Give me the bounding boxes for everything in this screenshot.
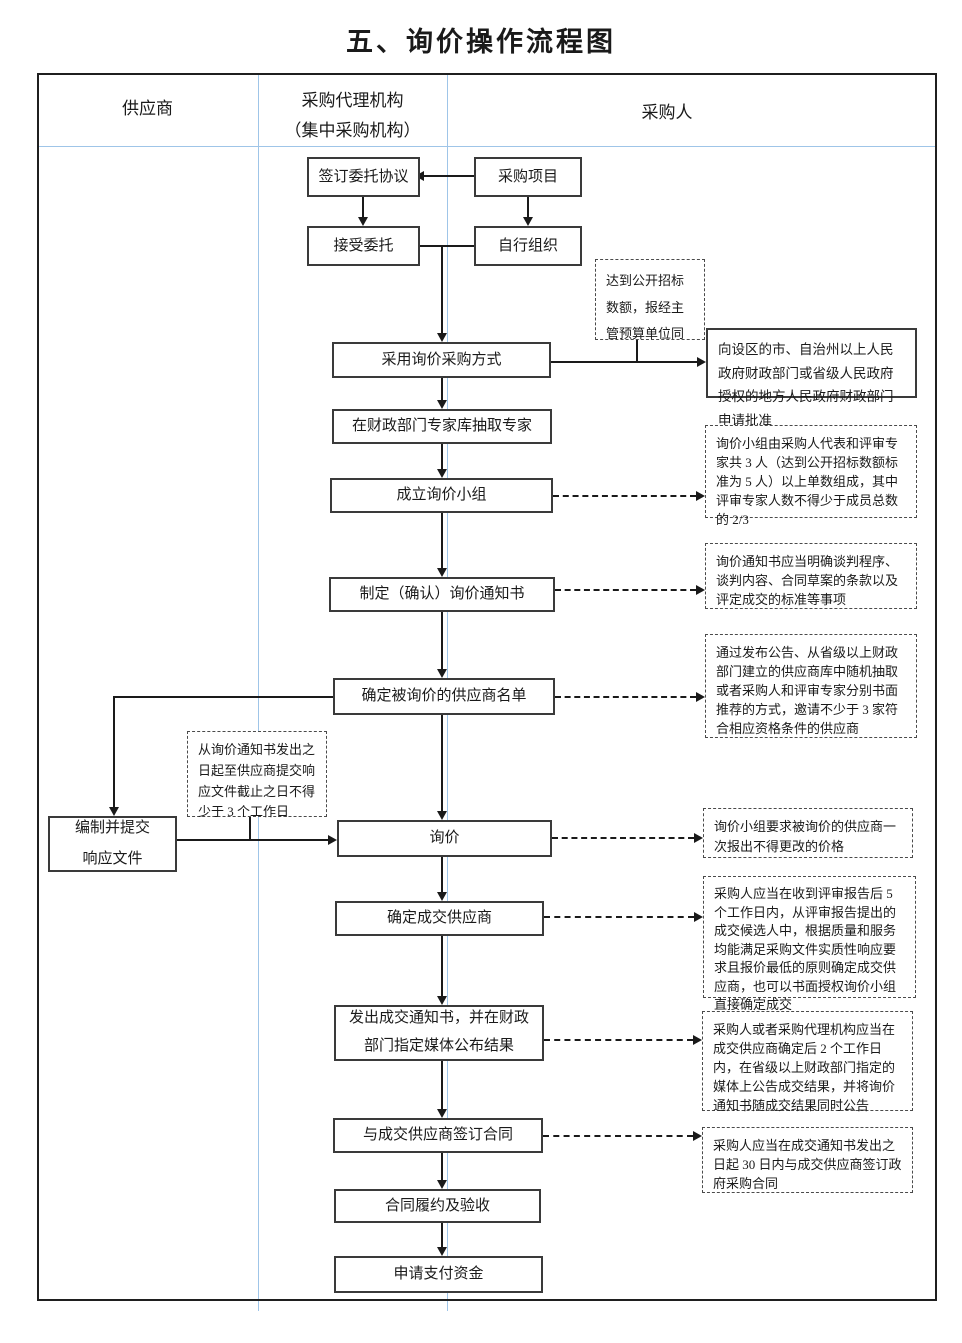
flow-node-apply-payment: 申请支付资金: [334, 1256, 543, 1293]
header-divider-line: [38, 146, 937, 147]
dashed-arrow-contract-deadline: [543, 1131, 702, 1141]
flow-node-accept-entrustment: 接受委托: [307, 226, 420, 266]
annotation-supplier-selection: 通过发布公告、从省级以上财政部门建立的供应商库中随机抽取或者采购人和评审专家分别…: [705, 634, 917, 738]
arrow-adopt-to-experts: [441, 378, 443, 400]
arrow-to-adopt-inquiry: [441, 245, 443, 333]
arrow-performance-to-payment: [441, 1223, 443, 1247]
line-accept-self-connector: [420, 245, 474, 247]
line-list-to-left: [114, 696, 333, 698]
dashed-arrow-result-announcement: [544, 1035, 702, 1045]
lane-header-agency-line1: 采购代理机构: [301, 91, 404, 110]
flow-node-make-inquiry-notice: 制定（确认）询价通知书: [329, 577, 555, 612]
prepare-response-line2: 响应文件: [82, 851, 143, 867]
flow-node-sign-agreement: 签订委托协议: [307, 157, 420, 197]
dashed-arrow-winner-determination: [544, 912, 703, 922]
arrow-list-to-inquiry: [441, 715, 443, 811]
arrow-notice-to-list: [441, 612, 443, 669]
dashed-arrow-one-time-quote: [552, 833, 703, 843]
arrow-contract-to-performance: [441, 1153, 443, 1180]
arrow-project-to-self-organize: [527, 197, 529, 217]
arrow-issue-to-contract: [441, 1061, 443, 1109]
line-deadline-connector: [249, 817, 251, 840]
dashed-arrow-supplier-selection: [555, 692, 705, 702]
line-threshold-connector: [636, 339, 638, 362]
annotation-contract-signing-deadline: 采购人应当在成交通知书发出之日起 30 日内与成交供应商签订政府采购合同: [702, 1127, 913, 1193]
flow-node-inquiry: 询价: [337, 820, 552, 857]
arrow-adopt-to-approval: [551, 361, 697, 363]
lane-header-supplier: 供应商: [122, 99, 173, 118]
page-title: 五、询价操作流程图: [346, 27, 616, 57]
flow-node-issue-award-notice: 发出成交通知书，并在财政部门指定媒体公布结果: [334, 1005, 544, 1061]
annotation-open-tender-threshold: 达到公开招标数额，报经主管预算单位同: [595, 259, 705, 341]
flow-node-contract-performance: 合同履约及验收: [334, 1189, 541, 1223]
flow-node-procurement-project: 采购项目: [474, 157, 582, 197]
dashed-arrow-notice-requirements: [555, 585, 705, 595]
flow-node-determine-supplier-list: 确定被询价的供应商名单: [333, 678, 555, 715]
arrow-project-to-sign-agreement: [424, 175, 474, 177]
arrow-down-to-prepare-response: [113, 696, 115, 807]
lane-header-agency-line2: （集中采购机构）: [284, 121, 421, 140]
flow-node-determine-winning-supplier: 确定成交供应商: [335, 901, 544, 936]
swimlane-frame: [37, 73, 937, 1301]
flow-node-sign-contract: 与成交供应商签订合同: [333, 1118, 543, 1153]
annotation-one-time-quote: 询价小组要求被询价的供应商一次报出不得更改的价格: [703, 808, 913, 858]
arrow-prepare-to-inquiry: [177, 839, 328, 841]
flow-node-prepare-response: 编制并提交 响应文件: [48, 816, 177, 872]
annotation-group-composition: 询价小组由采购人代表和评审专家共 3 人（达到公开招标数额标准为 5 人）以上单…: [705, 425, 917, 527]
arrow-winner-to-issue: [441, 936, 443, 996]
annotation-notice-requirements: 询价通知书应当明确谈判程序、谈判内容、合同草案的条款以及评定成交的标准等事项: [705, 543, 917, 609]
arrow-sign-to-accept: [362, 197, 364, 217]
flow-node-form-inquiry-group: 成立询价小组: [330, 478, 553, 513]
flow-node-apply-approval: 向设区的市、自治州以上人民政府财政部门或省级人民政府授权的地方人民政府财政部门申…: [706, 328, 917, 428]
annotation-response-deadline: 从询价通知书发出之日起至供应商提交响应文件截止之日不得少于 3 个工作日: [187, 731, 327, 819]
arrow-experts-to-group: [441, 444, 443, 469]
arrow-inquiry-to-winner: [441, 857, 443, 892]
flow-node-self-organize: 自行组织: [474, 226, 582, 266]
lane-header-purchaser: 采购人: [641, 103, 693, 122]
flow-node-extract-experts: 在财政部门专家库抽取专家: [332, 409, 552, 444]
prepare-response-line1: 编制并提交: [74, 819, 150, 836]
annotation-winner-determination-rule: 采购人应当在收到评审报告后 5 个工作日内，从评审报告提出的成交候选人中，根据质…: [703, 876, 916, 1012]
annotation-result-announcement: 采购人或者采购代理机构应当在成交供应商确定后 2 个工作日内，在省级以上财政部门…: [702, 1011, 913, 1113]
arrow-group-to-notice: [441, 513, 443, 568]
lane-divider-1: [258, 73, 259, 1311]
dashed-arrow-group-composition: [553, 491, 705, 501]
flow-node-adopt-inquiry-method: 采用询价采购方式: [332, 342, 551, 378]
